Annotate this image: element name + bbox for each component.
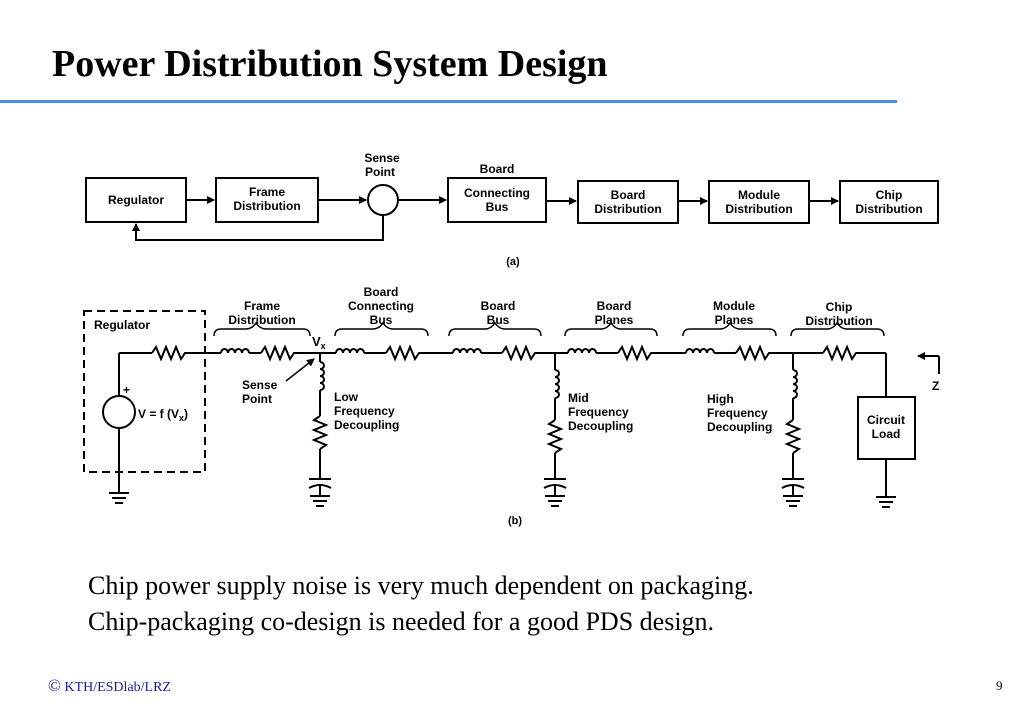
a-frame-label-2: Distribution xyxy=(233,199,300,213)
sense-point-arrow xyxy=(285,358,315,382)
footer-credit-text: KTH/ESDlab/LRZ xyxy=(64,680,171,695)
body-line-1: Chip power supply noise is very much dep… xyxy=(88,571,754,600)
b-mid-label-1: Mid xyxy=(568,391,589,405)
a-conn-label-2: Bus xyxy=(486,200,509,214)
inductor-bplanes xyxy=(567,348,597,354)
footer-credit: © KTH/ESDlab/LRZ xyxy=(48,676,171,696)
voltage-source xyxy=(102,395,136,429)
b-bcb-label-1: Board xyxy=(364,285,399,299)
inductor-mplanes xyxy=(685,348,715,354)
regulator-dashed-box xyxy=(83,310,206,473)
b-vx-label: Vx xyxy=(312,334,326,351)
a-caption: (a) xyxy=(506,256,520,268)
inductor-bbus xyxy=(452,348,482,354)
b-bcb-label-3: Bus xyxy=(370,313,393,327)
title-underline xyxy=(0,100,897,103)
ground-symbol xyxy=(876,496,896,508)
segment-braces xyxy=(213,321,885,337)
b-low-label-1: Low xyxy=(334,390,359,404)
b-frame-label-2: Distribution xyxy=(228,313,295,327)
b-sense-label-2: Point xyxy=(242,392,272,406)
b-source-plus: + xyxy=(123,383,130,397)
b-bbus-label-2: Bus xyxy=(487,313,510,327)
b-z-label: Z xyxy=(932,379,939,393)
a-sense-label-1: Sense xyxy=(364,151,400,165)
b-bbus-label-1: Board xyxy=(481,299,516,313)
resistor-chip xyxy=(822,344,886,362)
b-low-label-3: Decoupling xyxy=(334,418,399,432)
b-mid-label-2: Frequency xyxy=(568,405,629,419)
a-chip-label-1: Chip xyxy=(876,188,903,202)
high-frequency-branch xyxy=(781,353,805,507)
b-high-label-1: High xyxy=(707,392,734,406)
pds-diagram: Regulator Frame Distribution Sense Point… xyxy=(83,151,940,527)
resistor-reg xyxy=(151,344,221,362)
block-diagram-a xyxy=(85,177,939,241)
b-bplanes-label-2: Planes xyxy=(595,313,634,327)
resistor-frame xyxy=(260,344,320,362)
b-mplanes-label-1: Module xyxy=(713,299,755,313)
body-line-2: Chip-packaging co-design is needed for a… xyxy=(88,607,715,636)
ground-symbol xyxy=(109,492,129,504)
b-high-label-2: Frequency xyxy=(707,406,768,420)
inductor-frame xyxy=(220,348,250,354)
mid-frequency-branch xyxy=(543,353,567,507)
b-frame-label-1: Frame xyxy=(244,299,280,313)
chip-distribution-block xyxy=(839,180,939,224)
a-board-label: Board xyxy=(480,162,515,176)
b-mplanes-label-2: Planes xyxy=(715,313,754,327)
b-bcb-label-2: Connecting xyxy=(348,299,414,313)
resistor-mplanes xyxy=(735,344,823,362)
inductor-bcb xyxy=(335,348,365,354)
b-source-eq: V = f (Vx) xyxy=(138,407,188,423)
low-frequency-branch xyxy=(308,353,332,507)
page-number: 9 xyxy=(996,678,1003,693)
b-chipd-label-2: Distribution xyxy=(805,314,872,328)
b-sense-label-1: Sense xyxy=(242,378,278,392)
b-caption: (b) xyxy=(508,515,522,527)
a-frame-label-1: Frame xyxy=(249,185,285,199)
a-regulator-label: Regulator xyxy=(108,193,164,207)
slide-body: Chip power supply noise is very much dep… xyxy=(88,568,754,640)
b-load-label-1: Circuit xyxy=(867,413,905,427)
b-load-label-2: Load xyxy=(872,427,901,441)
a-mod-label-1: Module xyxy=(738,188,780,202)
b-mid-label-3: Decoupling xyxy=(568,419,633,433)
a-chip-label-2: Distribution xyxy=(855,202,922,216)
slide-title: Power Distribution System Design xyxy=(52,43,608,85)
a-sense-label-2: Point xyxy=(365,165,395,179)
resistor-bbus xyxy=(501,344,568,362)
circuit-diagram-b xyxy=(83,310,940,508)
circuit-diagram-b-labels: Regulator + V = f (Vx) Vx Frame Distribu… xyxy=(94,285,939,527)
b-high-label-3: Decoupling xyxy=(707,420,772,434)
b-low-label-2: Frequency xyxy=(334,404,395,418)
block-diagram-a-labels: Regulator Frame Distribution Sense Point… xyxy=(108,151,923,268)
copyright-symbol: © xyxy=(48,676,61,695)
a-conn-label-1: Connecting xyxy=(464,186,530,200)
feedback-arrow xyxy=(132,215,384,241)
a-mod-label-2: Distribution xyxy=(725,202,792,216)
a-bd-label-1: Board xyxy=(611,188,646,202)
b-chipd-label-1: Chip xyxy=(826,300,853,314)
resistor-bplanes xyxy=(617,344,686,362)
sense-point-node xyxy=(367,184,399,216)
b-bplanes-label-1: Board xyxy=(597,299,632,313)
a-bd-label-2: Distribution xyxy=(594,202,661,216)
b-regulator-label: Regulator xyxy=(94,318,150,332)
resistor-bcb xyxy=(385,344,453,362)
